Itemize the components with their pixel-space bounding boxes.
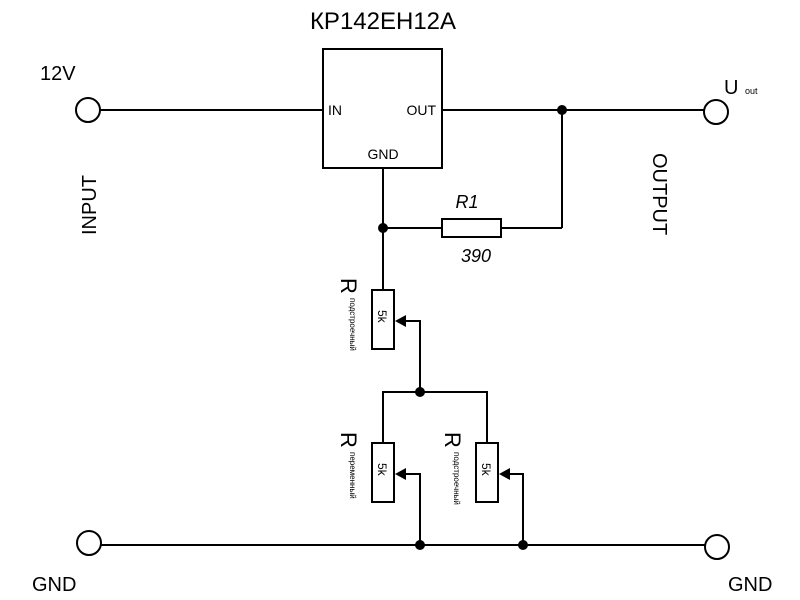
gnd-terminal-right[interactable] — [704, 534, 730, 560]
r1-designator: R1 — [455, 192, 478, 212]
trimmer-bottom-symbol: R — [440, 432, 465, 448]
r1-value: 390 — [461, 246, 491, 266]
gnd-terminal-left[interactable] — [76, 530, 102, 556]
trimmer-top-type: подстроечный — [348, 298, 357, 351]
trimmer-top-symbol: R — [336, 278, 361, 294]
regulator-ic — [322, 48, 443, 169]
input-side-label: INPUT — [79, 175, 101, 235]
output-terminal[interactable] — [703, 99, 729, 125]
trimmer-top-resistor — [371, 289, 395, 350]
output-symbol: U — [724, 77, 738, 99]
r1-resistor — [441, 218, 502, 238]
variable-resistor — [371, 442, 395, 503]
gnd-label-left: GND — [32, 574, 76, 596]
trimmer-bottom-wiper-arrow — [499, 468, 510, 480]
output-side-label: OUTPUT — [648, 153, 670, 235]
ic-part-number: КР142ЕН12А — [310, 8, 456, 35]
gnd-junction-right-dot — [518, 540, 528, 550]
pin-in-label: IN — [328, 102, 342, 118]
input-terminal[interactable] — [75, 97, 101, 123]
trimmer-bottom-wiper-wire — [508, 473, 524, 545]
variable-symbol: R — [336, 432, 361, 448]
output-subscript: out — [745, 86, 758, 96]
trimmer-top-value: 5k — [375, 310, 389, 324]
gnd-label-right: GND — [728, 574, 772, 596]
trimmer-bottom-value: 5k — [479, 463, 493, 477]
trimmer-bottom-type: подстроечный — [452, 452, 461, 505]
variable-wiper-arrow[interactable] — [395, 468, 406, 480]
trimmer-top-wiper-wire — [404, 320, 421, 392]
gnd-junction-left-dot — [415, 540, 425, 550]
trimmer-top-wiper-arrow — [395, 315, 406, 327]
parallel-branch-wire — [382, 391, 488, 443]
pin-gnd-label: GND — [367, 146, 398, 162]
trimmer-bottom-resistor — [475, 442, 499, 503]
variable-wiper-wire — [404, 473, 421, 545]
input-voltage-label: 12V — [40, 63, 76, 85]
pin-out-label: OUT — [406, 102, 436, 118]
variable-type: переменный — [348, 452, 357, 499]
variable-value: 5k — [375, 463, 389, 477]
